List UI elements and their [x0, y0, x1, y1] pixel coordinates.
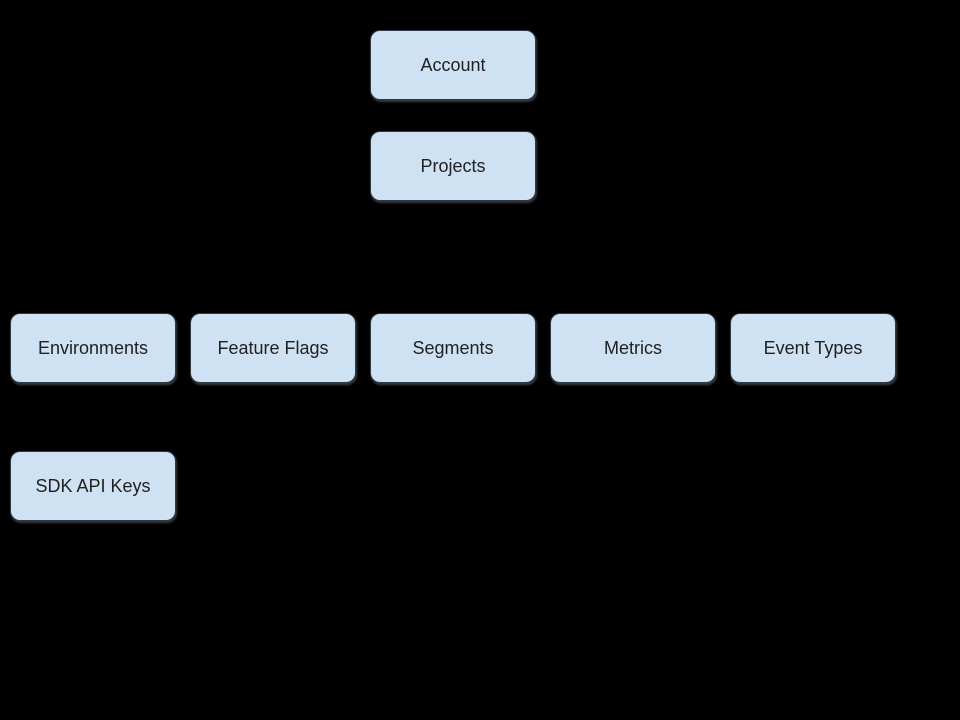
node-feature-flags: Feature Flags: [190, 313, 356, 383]
node-sdk-api-keys-label: SDK API Keys: [35, 476, 151, 496]
node-projects-label: Projects: [420, 156, 486, 176]
node-metrics-label: Metrics: [604, 338, 662, 358]
node-account: Account: [370, 30, 536, 100]
node-environments-label: Environments: [37, 338, 149, 358]
node-account-label: Account: [420, 55, 486, 75]
node-projects: Projects: [370, 131, 536, 201]
node-segments: Segments: [370, 313, 536, 383]
node-metrics: Metrics: [550, 313, 716, 383]
node-event-types-label: Event Types: [763, 338, 863, 358]
node-sdk-api-keys: SDK API Keys: [10, 451, 176, 521]
node-environments: Environments: [10, 313, 176, 383]
node-feature-flags-label: Feature Flags: [217, 338, 329, 358]
node-segments-label: Segments: [412, 338, 494, 358]
node-event-types: Event Types: [730, 313, 896, 383]
